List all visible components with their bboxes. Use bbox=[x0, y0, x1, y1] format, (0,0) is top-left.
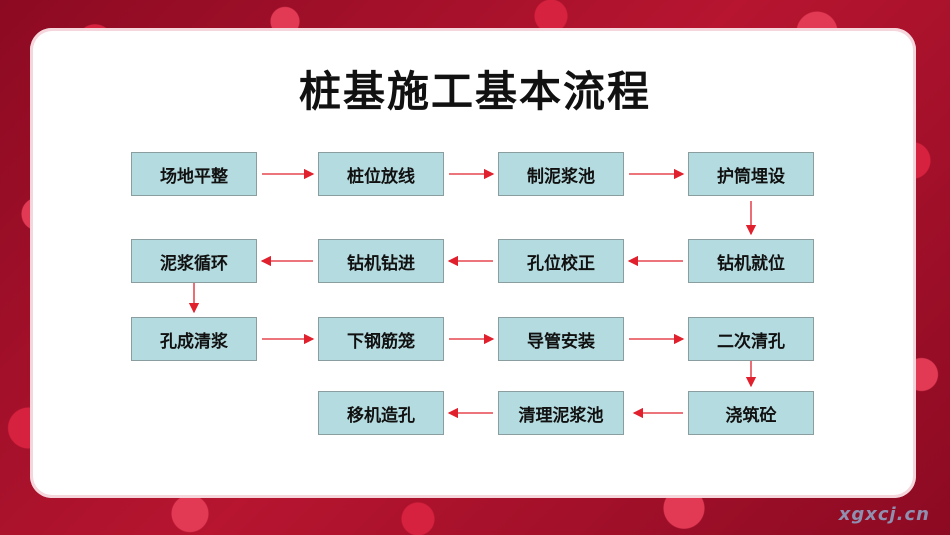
step-box-10: 下钢筋笼 bbox=[318, 317, 444, 361]
watermark: xgxcj.cn bbox=[838, 504, 930, 525]
step-box-2: 桩位放线 bbox=[318, 152, 444, 196]
step-box-12: 二次清孔 bbox=[688, 317, 814, 361]
page-title: 桩基施工基本流程 bbox=[298, 67, 651, 116]
step-box-11: 导管安装 bbox=[498, 317, 624, 361]
step-box-13: 浇筑砼 bbox=[688, 391, 814, 435]
step-box-1: 场地平整 bbox=[131, 152, 257, 196]
step-box-4: 护筒埋设 bbox=[688, 152, 814, 196]
step-box-3: 制泥浆池 bbox=[498, 152, 624, 196]
step-box-6: 孔位校正 bbox=[498, 239, 624, 283]
step-box-14: 清理泥浆池 bbox=[498, 391, 624, 435]
step-box-15: 移机造孔 bbox=[318, 391, 444, 435]
step-box-8: 泥浆循环 bbox=[131, 239, 257, 283]
step-box-9: 孔成清浆 bbox=[131, 317, 257, 361]
step-box-5: 钻机就位 bbox=[688, 239, 814, 283]
step-box-7: 钻机钻进 bbox=[318, 239, 444, 283]
